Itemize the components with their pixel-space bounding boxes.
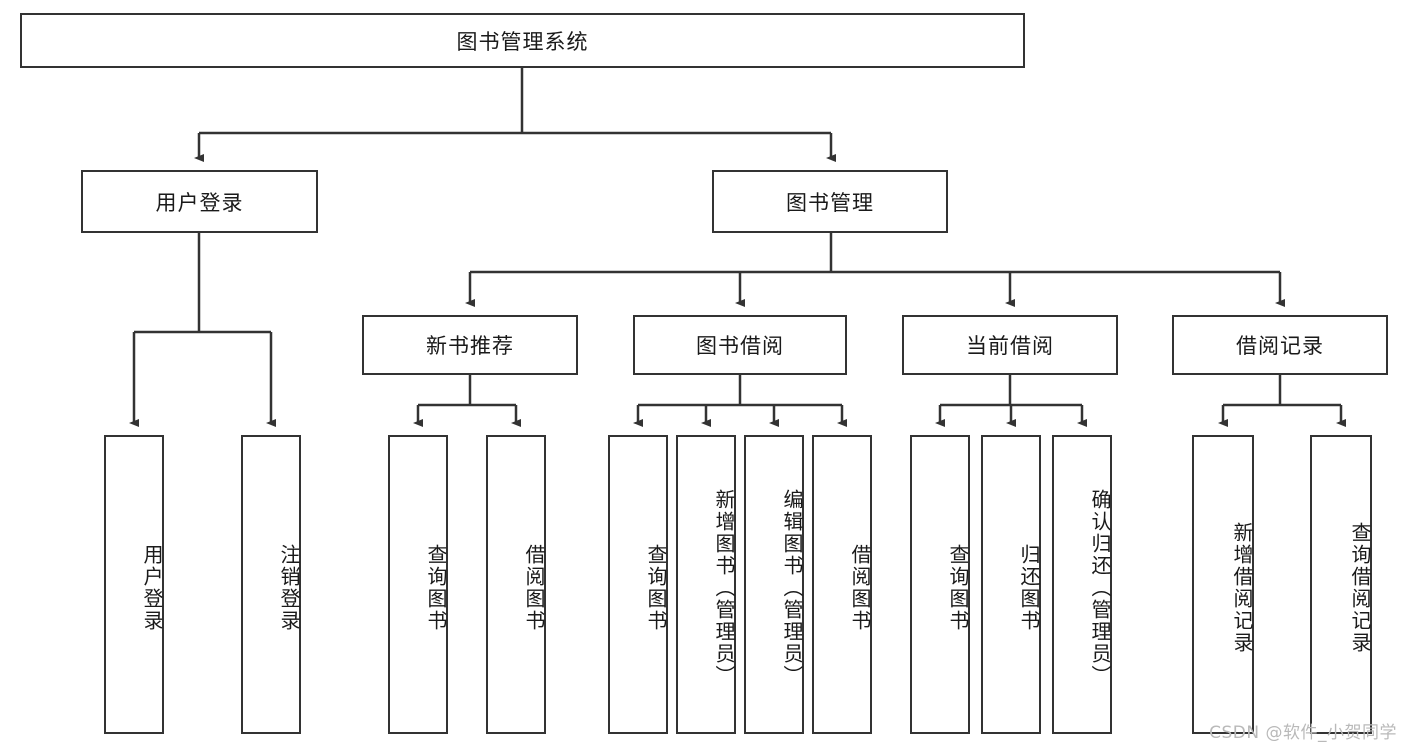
leaf-node-label: 新增图书（管理员） <box>712 488 736 687</box>
leaf-node[interactable]: 用户登录 <box>104 435 164 734</box>
leaf-node[interactable]: 查询借阅记录 <box>1310 435 1372 734</box>
node-new-book-recommend[interactable]: 新书推荐 <box>362 315 578 375</box>
node-borrow-record-label: 借阅记录 <box>1236 334 1324 358</box>
node-current-borrow[interactable]: 当前借阅 <box>902 315 1118 375</box>
node-root-label: 图书管理系统 <box>456 29 589 54</box>
leaf-node-label: 查询图书 <box>424 543 448 632</box>
node-new-book-recommend-label: 新书推荐 <box>426 334 514 358</box>
node-current-borrow-label: 当前借阅 <box>966 334 1054 358</box>
connector-current-borrow-children <box>935 375 1087 427</box>
watermark: CSDN @软件_小贺同学 <box>1209 723 1397 743</box>
node-user-login[interactable]: 用户登录 <box>81 170 318 233</box>
connector-root-to-level2 <box>194 68 836 162</box>
leaf-node-label: 查询借阅记录 <box>1348 521 1372 654</box>
leaf-node[interactable]: 借阅图书 <box>812 435 872 734</box>
leaf-node-label: 归还图书 <box>1017 543 1041 632</box>
node-book-management[interactable]: 图书管理 <box>712 170 948 233</box>
leaf-node-label: 编辑图书（管理员） <box>780 488 804 687</box>
node-borrow-record[interactable]: 借阅记录 <box>1172 315 1388 375</box>
leaf-node[interactable]: 归还图书 <box>981 435 1041 734</box>
leaf-node-label: 新增借阅记录 <box>1230 521 1254 654</box>
leaf-node[interactable]: 查询图书 <box>388 435 448 734</box>
leaf-node[interactable]: 新增借阅记录 <box>1192 435 1254 734</box>
connector-user-login-children <box>129 233 276 427</box>
leaf-node[interactable]: 确认归还（管理员） <box>1052 435 1112 734</box>
leaf-node-label: 注销登录 <box>277 543 301 632</box>
node-root[interactable]: 图书管理系统 <box>20 13 1025 68</box>
leaf-node[interactable]: 借阅图书 <box>486 435 546 734</box>
node-book-borrow-label: 图书借阅 <box>696 334 784 358</box>
leaf-node-label: 借阅图书 <box>522 543 546 632</box>
connector-borrow-record-children <box>1218 375 1346 427</box>
leaf-node-label: 查询图书 <box>946 543 970 632</box>
leaf-node-label: 借阅图书 <box>848 543 872 632</box>
node-user-login-label: 用户登录 <box>155 190 244 215</box>
connector-book-manage-to-level3 <box>465 233 1285 307</box>
leaf-node-label: 用户登录 <box>140 543 164 632</box>
connector-new-book-children <box>413 375 521 427</box>
leaf-node[interactable]: 注销登录 <box>241 435 301 734</box>
leaf-node[interactable]: 查询图书 <box>910 435 970 734</box>
leaf-node[interactable]: 新增图书（管理员） <box>676 435 736 734</box>
connector-book-borrow-children <box>633 375 847 427</box>
leaf-node[interactable]: 查询图书 <box>608 435 668 734</box>
leaf-node[interactable]: 编辑图书（管理员） <box>744 435 804 734</box>
node-book-management-label: 图书管理 <box>786 190 874 215</box>
leaf-node-label: 查询图书 <box>644 543 668 632</box>
node-book-borrow[interactable]: 图书借阅 <box>633 315 847 375</box>
leaf-node-label: 确认归还（管理员） <box>1088 488 1112 687</box>
